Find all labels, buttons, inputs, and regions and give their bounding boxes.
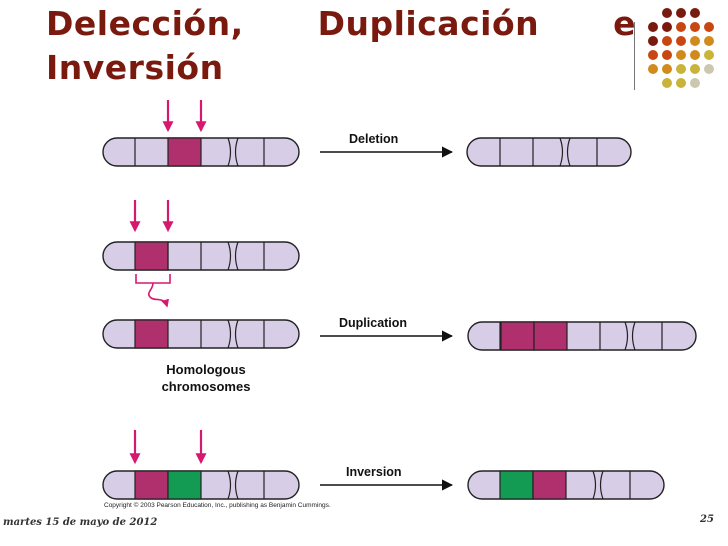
- decorative-dot-grid: [634, 6, 724, 96]
- inversion-result-chromosome: [467, 470, 665, 500]
- duplication-transfer-bracket: [135, 274, 171, 308]
- decorative-dot: [648, 50, 658, 60]
- duplication-homolog-chromosome: [102, 319, 300, 349]
- slide-title: Delección, Duplicación e Inversión: [46, 4, 636, 87]
- decorative-dot: [648, 22, 658, 32]
- decorative-dot: [662, 50, 672, 60]
- decorative-dot: [662, 36, 672, 46]
- duplication-donor-chromosome: [102, 241, 300, 271]
- magenta-segment: [134, 470, 169, 500]
- decorative-dot: [704, 22, 714, 32]
- decorative-dot: [662, 78, 672, 88]
- deletion-label: Deletion: [349, 132, 398, 146]
- decorative-dot: [676, 36, 686, 46]
- centromere: [227, 241, 239, 271]
- centromere: [227, 319, 239, 349]
- page-number: 25: [700, 514, 714, 525]
- decorative-dot: [648, 64, 658, 74]
- centromere: [592, 470, 604, 500]
- decorative-dot: [676, 8, 686, 18]
- decorative-dot: [676, 64, 686, 74]
- footer-date: martes 15 de mayo de 2012: [3, 517, 158, 528]
- decorative-dot: [690, 8, 700, 18]
- decorative-dot: [690, 64, 700, 74]
- decorative-dot: [662, 8, 672, 18]
- green-segment: [499, 470, 534, 500]
- decorative-dot: [704, 64, 714, 74]
- magenta-segment: [500, 321, 535, 351]
- decorative-dot: [704, 50, 714, 60]
- centromere: [227, 137, 239, 167]
- decorative-dot: [676, 78, 686, 88]
- magenta-segment: [134, 319, 169, 349]
- breakpoint-arrows: [129, 100, 207, 465]
- decorative-divider: [634, 22, 635, 90]
- inversion-label: Inversion: [346, 465, 402, 479]
- inversion-original-chromosome: [102, 470, 300, 500]
- duplication-result-chromosome: [467, 321, 697, 351]
- homologous-label-line1: Homologous: [166, 362, 245, 377]
- decorative-dot: [690, 50, 700, 60]
- decorative-dot: [648, 36, 658, 46]
- decorative-dot: [662, 22, 672, 32]
- deletion-result-chromosome: [466, 137, 632, 167]
- magenta-segment: [167, 137, 202, 167]
- decorative-dot: [676, 22, 686, 32]
- decorative-dot: [662, 64, 672, 74]
- centromere: [624, 321, 636, 351]
- deletion-original-chromosome: [102, 137, 300, 167]
- duplication-label: Duplication: [339, 316, 407, 330]
- green-segment: [167, 470, 202, 500]
- decorative-dot: [690, 36, 700, 46]
- homologous-label-line2: chromosomes: [162, 379, 251, 394]
- magenta-segment: [134, 241, 169, 271]
- decorative-dot: [704, 36, 714, 46]
- magenta-segment: [533, 321, 568, 351]
- magenta-segment: [532, 470, 567, 500]
- decorative-dot: [690, 22, 700, 32]
- decorative-dot: [676, 50, 686, 60]
- centromere: [227, 470, 239, 500]
- copyright-notice: Copyright © 2003 Pearson Education, Inc.…: [104, 502, 331, 509]
- centromere: [559, 137, 571, 167]
- decorative-dot: [690, 78, 700, 88]
